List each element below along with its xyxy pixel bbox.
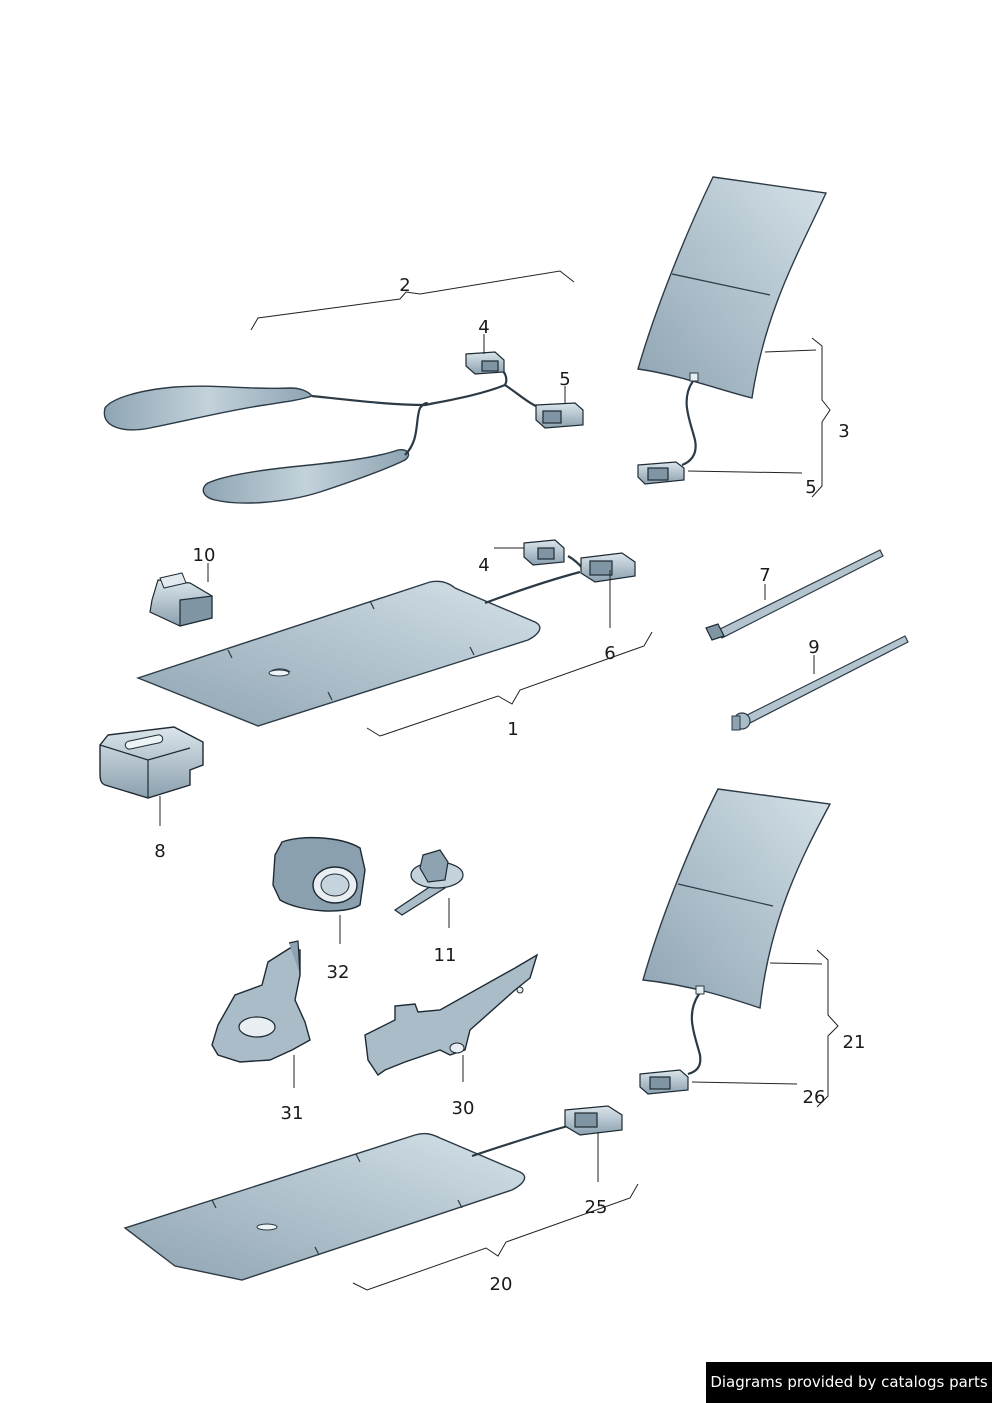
seat-pad-upper [103,385,314,431]
seat-pad-lower [202,448,410,504]
callout-1: 1 [507,719,518,740]
clip-10 [149,572,213,627]
seat-mat-20 [123,1105,623,1281]
callout-10: 10 [193,545,216,566]
callout-7: 7 [759,565,770,586]
callout-4a: 4 [478,317,489,338]
callout-20: 20 [490,1274,513,1295]
callout-25: 25 [585,1197,608,1218]
connector-26 [639,1069,689,1095]
callout-11: 11 [434,945,457,966]
seat-mat-1 [135,539,636,727]
backrest-mat-21 [639,788,832,1095]
callout-8: 8 [154,841,165,862]
leader-lines [159,270,839,1291]
footer-credit: Diagrams provided by catalogs parts [706,1362,992,1403]
connector-4b [523,539,565,566]
callout-30: 30 [452,1098,475,1119]
callout-5b: 5 [805,477,816,498]
callout-labels: 1 2 3 4 4 5 5 6 7 8 9 10 11 20 21 25 26 … [154,275,865,1295]
heating-element-2 [103,351,584,504]
clip-11 [393,849,464,916]
backrest-mat-3 [637,176,828,485]
callout-3: 3 [838,421,849,442]
connector-4a [465,351,505,375]
grommet-32 [272,836,366,912]
callout-32: 32 [327,962,350,983]
callout-31: 31 [281,1103,304,1124]
callout-21: 21 [843,1032,866,1053]
connector-5b [637,461,685,485]
bracket-31 [211,940,311,1063]
callout-5a: 5 [559,369,570,390]
connector-6 [580,552,636,583]
callout-4b: 4 [478,555,489,576]
callout-6: 6 [604,643,615,664]
callout-26: 26 [803,1087,826,1108]
cable-tie-9 [731,635,909,731]
control-unit-8 [99,726,204,799]
connector-25 [564,1105,623,1136]
callout-2: 2 [399,275,410,296]
callout-9: 9 [808,637,819,658]
holder-30 [364,953,539,1076]
cable-tie-7 [705,549,884,641]
connector-5a [535,402,584,429]
